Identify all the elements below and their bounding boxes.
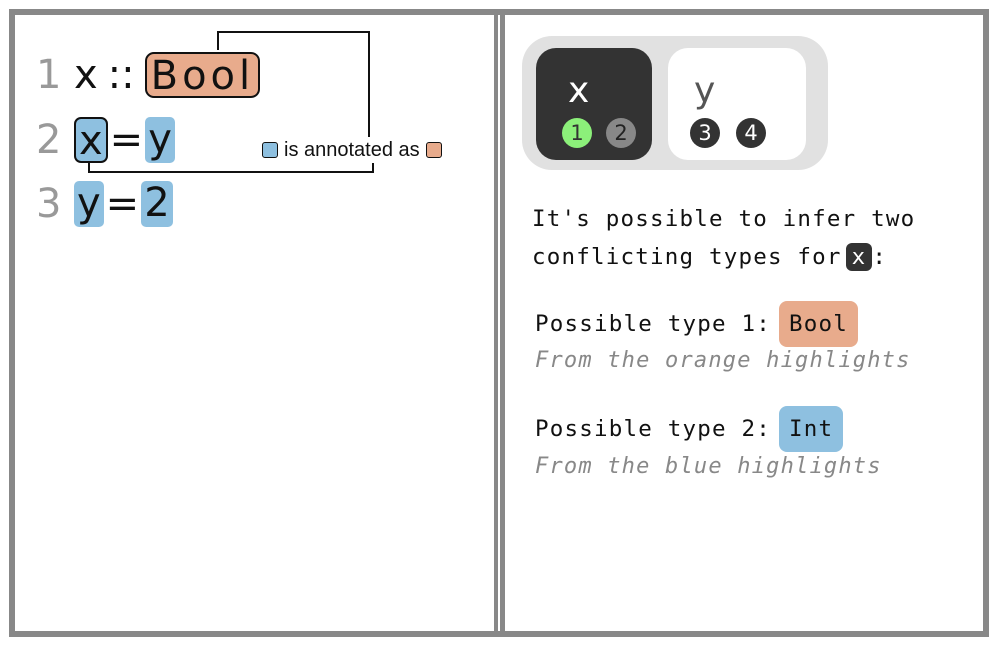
type-chip-bool[interactable]: Bool [778, 301, 858, 347]
annotation-operator: :: [107, 52, 135, 98]
code-variable-x[interactable]: x [74, 52, 98, 98]
line-number: 3 [36, 181, 62, 227]
step-badge-2[interactable]: 2 [606, 118, 636, 148]
variable-chip-x: x [845, 243, 873, 271]
variable-name: x [568, 70, 590, 111]
line-number: 1 [36, 52, 62, 98]
variable-selector: x 1 2 y 3 4 [522, 36, 828, 170]
code-variable-y-highlight[interactable]: y [74, 181, 104, 227]
code-line-3: 3 y = 2 [36, 181, 173, 227]
orange-swatch [425, 142, 442, 158]
code-literal-2-highlight[interactable]: 2 [141, 181, 173, 227]
type-chip-int[interactable]: Int [778, 406, 844, 452]
variable-card-y[interactable]: y 3 4 [668, 48, 806, 160]
code-variable-x-highlight[interactable]: x [74, 117, 108, 163]
type-1-source: From the orange highlights [535, 348, 911, 373]
code-line-1: 1 x :: Bool [36, 52, 261, 98]
equals-operator: = [105, 181, 140, 227]
panel-divider [494, 9, 505, 637]
variable-card-x[interactable]: x 1 2 [536, 48, 652, 160]
step-badge-3[interactable]: 3 [690, 118, 720, 148]
possible-type-1: Possible type 1: Bool [535, 301, 858, 347]
blue-swatch [262, 142, 278, 158]
annotation-legend: is annotated as [262, 138, 442, 162]
step-badge-4[interactable]: 4 [736, 118, 766, 148]
code-line-2: 2 x = y [36, 117, 175, 163]
explanation-text: conflicting types for [532, 244, 842, 270]
explanation-colon: : [872, 244, 888, 270]
line-number: 2 [36, 117, 62, 163]
variable-name: y [694, 70, 716, 111]
step-badge-1[interactable]: 1 [562, 118, 592, 148]
possible-type-2-label: Possible type 2: [535, 416, 771, 442]
code-variable-y-highlight[interactable]: y [145, 117, 175, 163]
type-2-source: From the blue highlights [535, 454, 882, 479]
legend-text: is annotated as [284, 138, 420, 161]
explanation-line-1: It's possible to infer two [532, 206, 916, 232]
possible-type-2: Possible type 2: Int [535, 406, 844, 452]
bool-annotation-highlight[interactable]: Bool [144, 52, 261, 98]
possible-type-1-label: Possible type 1: [535, 311, 771, 337]
equals-operator: = [109, 117, 144, 163]
